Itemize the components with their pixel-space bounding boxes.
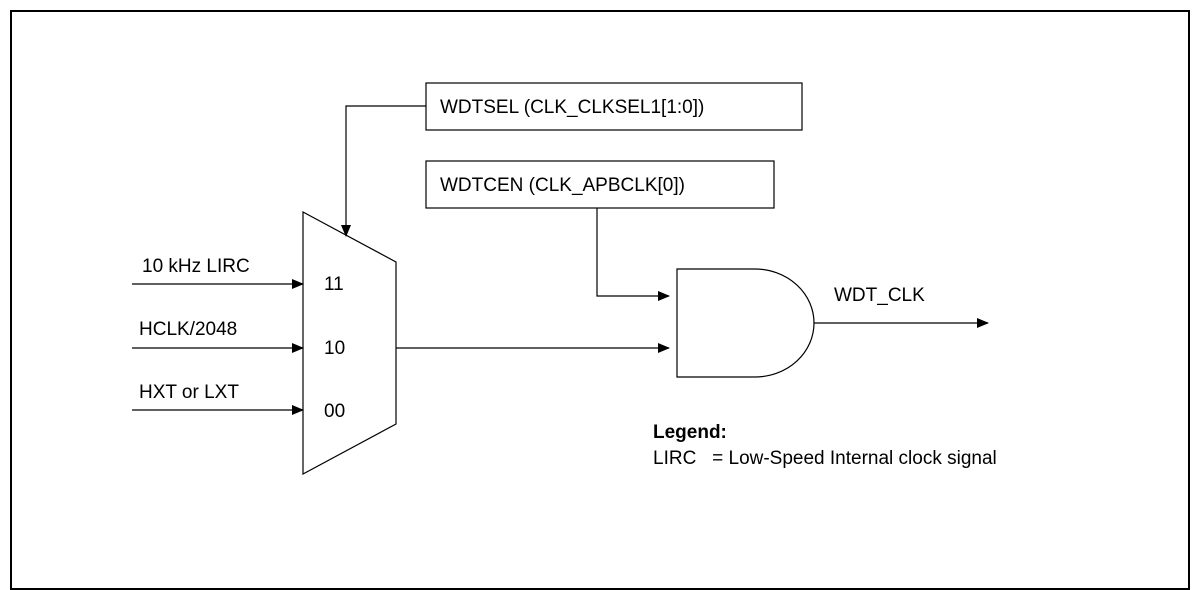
- clock-diagram: WDTSEL (CLK_CLKSEL1[1:0]) WDTCEN (CLK_AP…: [132, 82, 997, 476]
- wdtcen-label: WDTCEN (CLK_APBCLK[0]): [440, 175, 685, 196]
- wdtcen-enable-line: [596, 208, 670, 301]
- and-gate: [676, 268, 815, 378]
- wdtsel-label: WDTSEL (CLK_CLKSEL1[1:0]): [440, 97, 704, 118]
- legend-entry: LIRC = Low-Speed Internal clock signal: [653, 448, 997, 469]
- output-label: WDT_CLK: [834, 285, 925, 306]
- wdtcen-box: [425, 160, 775, 209]
- mux-select-10: 10: [324, 338, 345, 359]
- mux-select-11: 11: [324, 274, 344, 295]
- legend-title: Legend:: [653, 422, 727, 443]
- wdtsel-select-line: [341, 105, 426, 237]
- input-label-hxt: HXT or LXT: [139, 382, 239, 403]
- mux-select-00: 00: [324, 401, 345, 422]
- multiplexer: [302, 210, 397, 476]
- input-label-lirc: 10 kHz LIRC: [142, 256, 250, 277]
- input-label-hclk: HCLK/2048: [139, 319, 237, 340]
